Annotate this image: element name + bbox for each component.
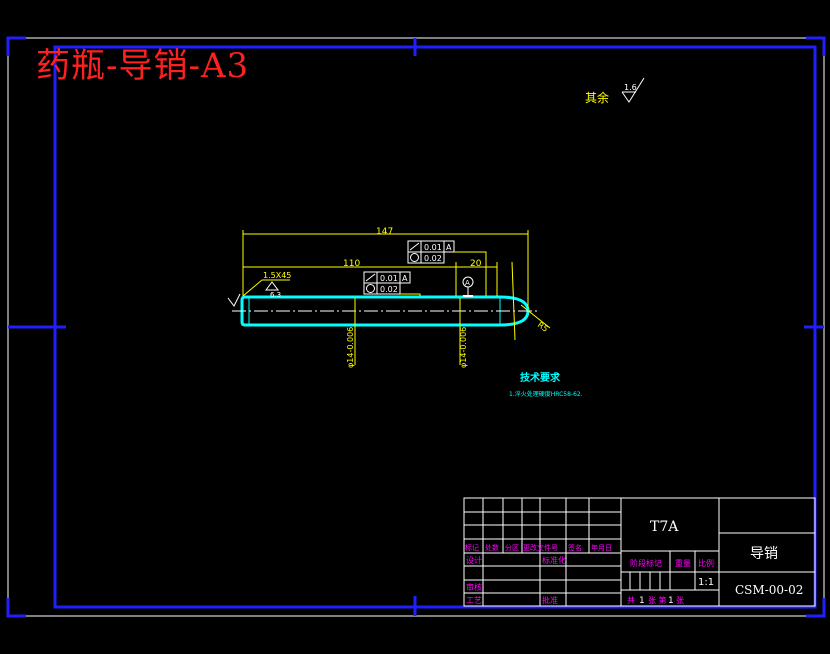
centering-marks	[6, 36, 826, 618]
sheet-outer-border	[7, 37, 825, 617]
tb-header-4: 签名	[568, 543, 582, 552]
tb-sheet-total-label: 共	[627, 596, 635, 605]
dim-147: 147	[376, 227, 393, 237]
tb-scale: 1:1	[698, 577, 714, 588]
tb-stage-mark: 阶段标记	[630, 558, 662, 568]
surface-finish-value: 1.6	[624, 83, 637, 92]
tb-sheet-suffix: 张	[676, 596, 684, 605]
tb-row-design: 设计	[466, 555, 482, 565]
dim-r5: R5	[536, 320, 550, 333]
dim-diameter-1: φ14-0.006	[346, 327, 355, 368]
tb-header-5: 年月日	[591, 543, 612, 552]
tb-row-approve: 批准	[542, 595, 558, 605]
tb-header-3: 更改文件号	[523, 543, 558, 552]
dim-110: 110	[343, 259, 360, 269]
pin-outline	[240, 295, 530, 327]
dim-diameter-2: φ14-0.006	[459, 327, 468, 368]
dim-chamfer: 1.5X45	[263, 271, 291, 280]
sheet-inner-frame	[53, 45, 817, 609]
tol2-value2: 0.02	[380, 285, 398, 294]
tol1-value2: 0.02	[424, 254, 442, 263]
tol2-datum: A	[402, 274, 408, 283]
tb-material: T7A	[650, 519, 679, 535]
tb-row-review: 审核	[466, 582, 482, 592]
tb-header-2: 分区	[505, 543, 519, 552]
chamfer-roughness: 6.3	[270, 291, 281, 299]
tb-header-0: 标记	[465, 543, 479, 552]
tb-header-1: 处数	[485, 543, 499, 552]
tb-drawing-number: CSM-00-02	[735, 583, 803, 597]
datum-a-label: A	[465, 279, 470, 287]
tb-sheet-total: 1	[639, 596, 645, 606]
tech-req-title: 技术要求	[520, 371, 561, 384]
tb-sheet-num: 1	[668, 596, 674, 606]
tol1-value: 0.01	[424, 243, 442, 252]
tol1-datum: A	[446, 243, 452, 252]
dim-20: 20	[470, 259, 482, 269]
tb-ratio: 比例	[698, 558, 714, 568]
tb-part-name: 导销	[750, 546, 778, 562]
tb-sheet-label: 张 第	[648, 595, 667, 605]
title-block-text: T7A 导销 CSM-00-02 1:1 阶段标记 重量 比例 共 1 张 第 …	[465, 519, 803, 606]
tech-req-line1: 1.淬火处理硬度HRC58-62.	[509, 390, 583, 398]
surface-finish-label: 其余	[585, 90, 609, 105]
tb-row-process: 工艺	[466, 596, 482, 605]
part-drawing: 147 110 20 R5 1.5X45 6.3 0.01 A 0.02	[227, 227, 551, 368]
surface-finish-note: 其余 1.6	[585, 77, 645, 105]
tb-weight: 重量	[675, 558, 691, 568]
title-block	[463, 497, 816, 607]
tol2-value: 0.01	[380, 274, 398, 283]
drawing-title: 药瓶-导销-A3	[36, 46, 250, 86]
tb-row-standard: 标准化	[542, 555, 566, 565]
